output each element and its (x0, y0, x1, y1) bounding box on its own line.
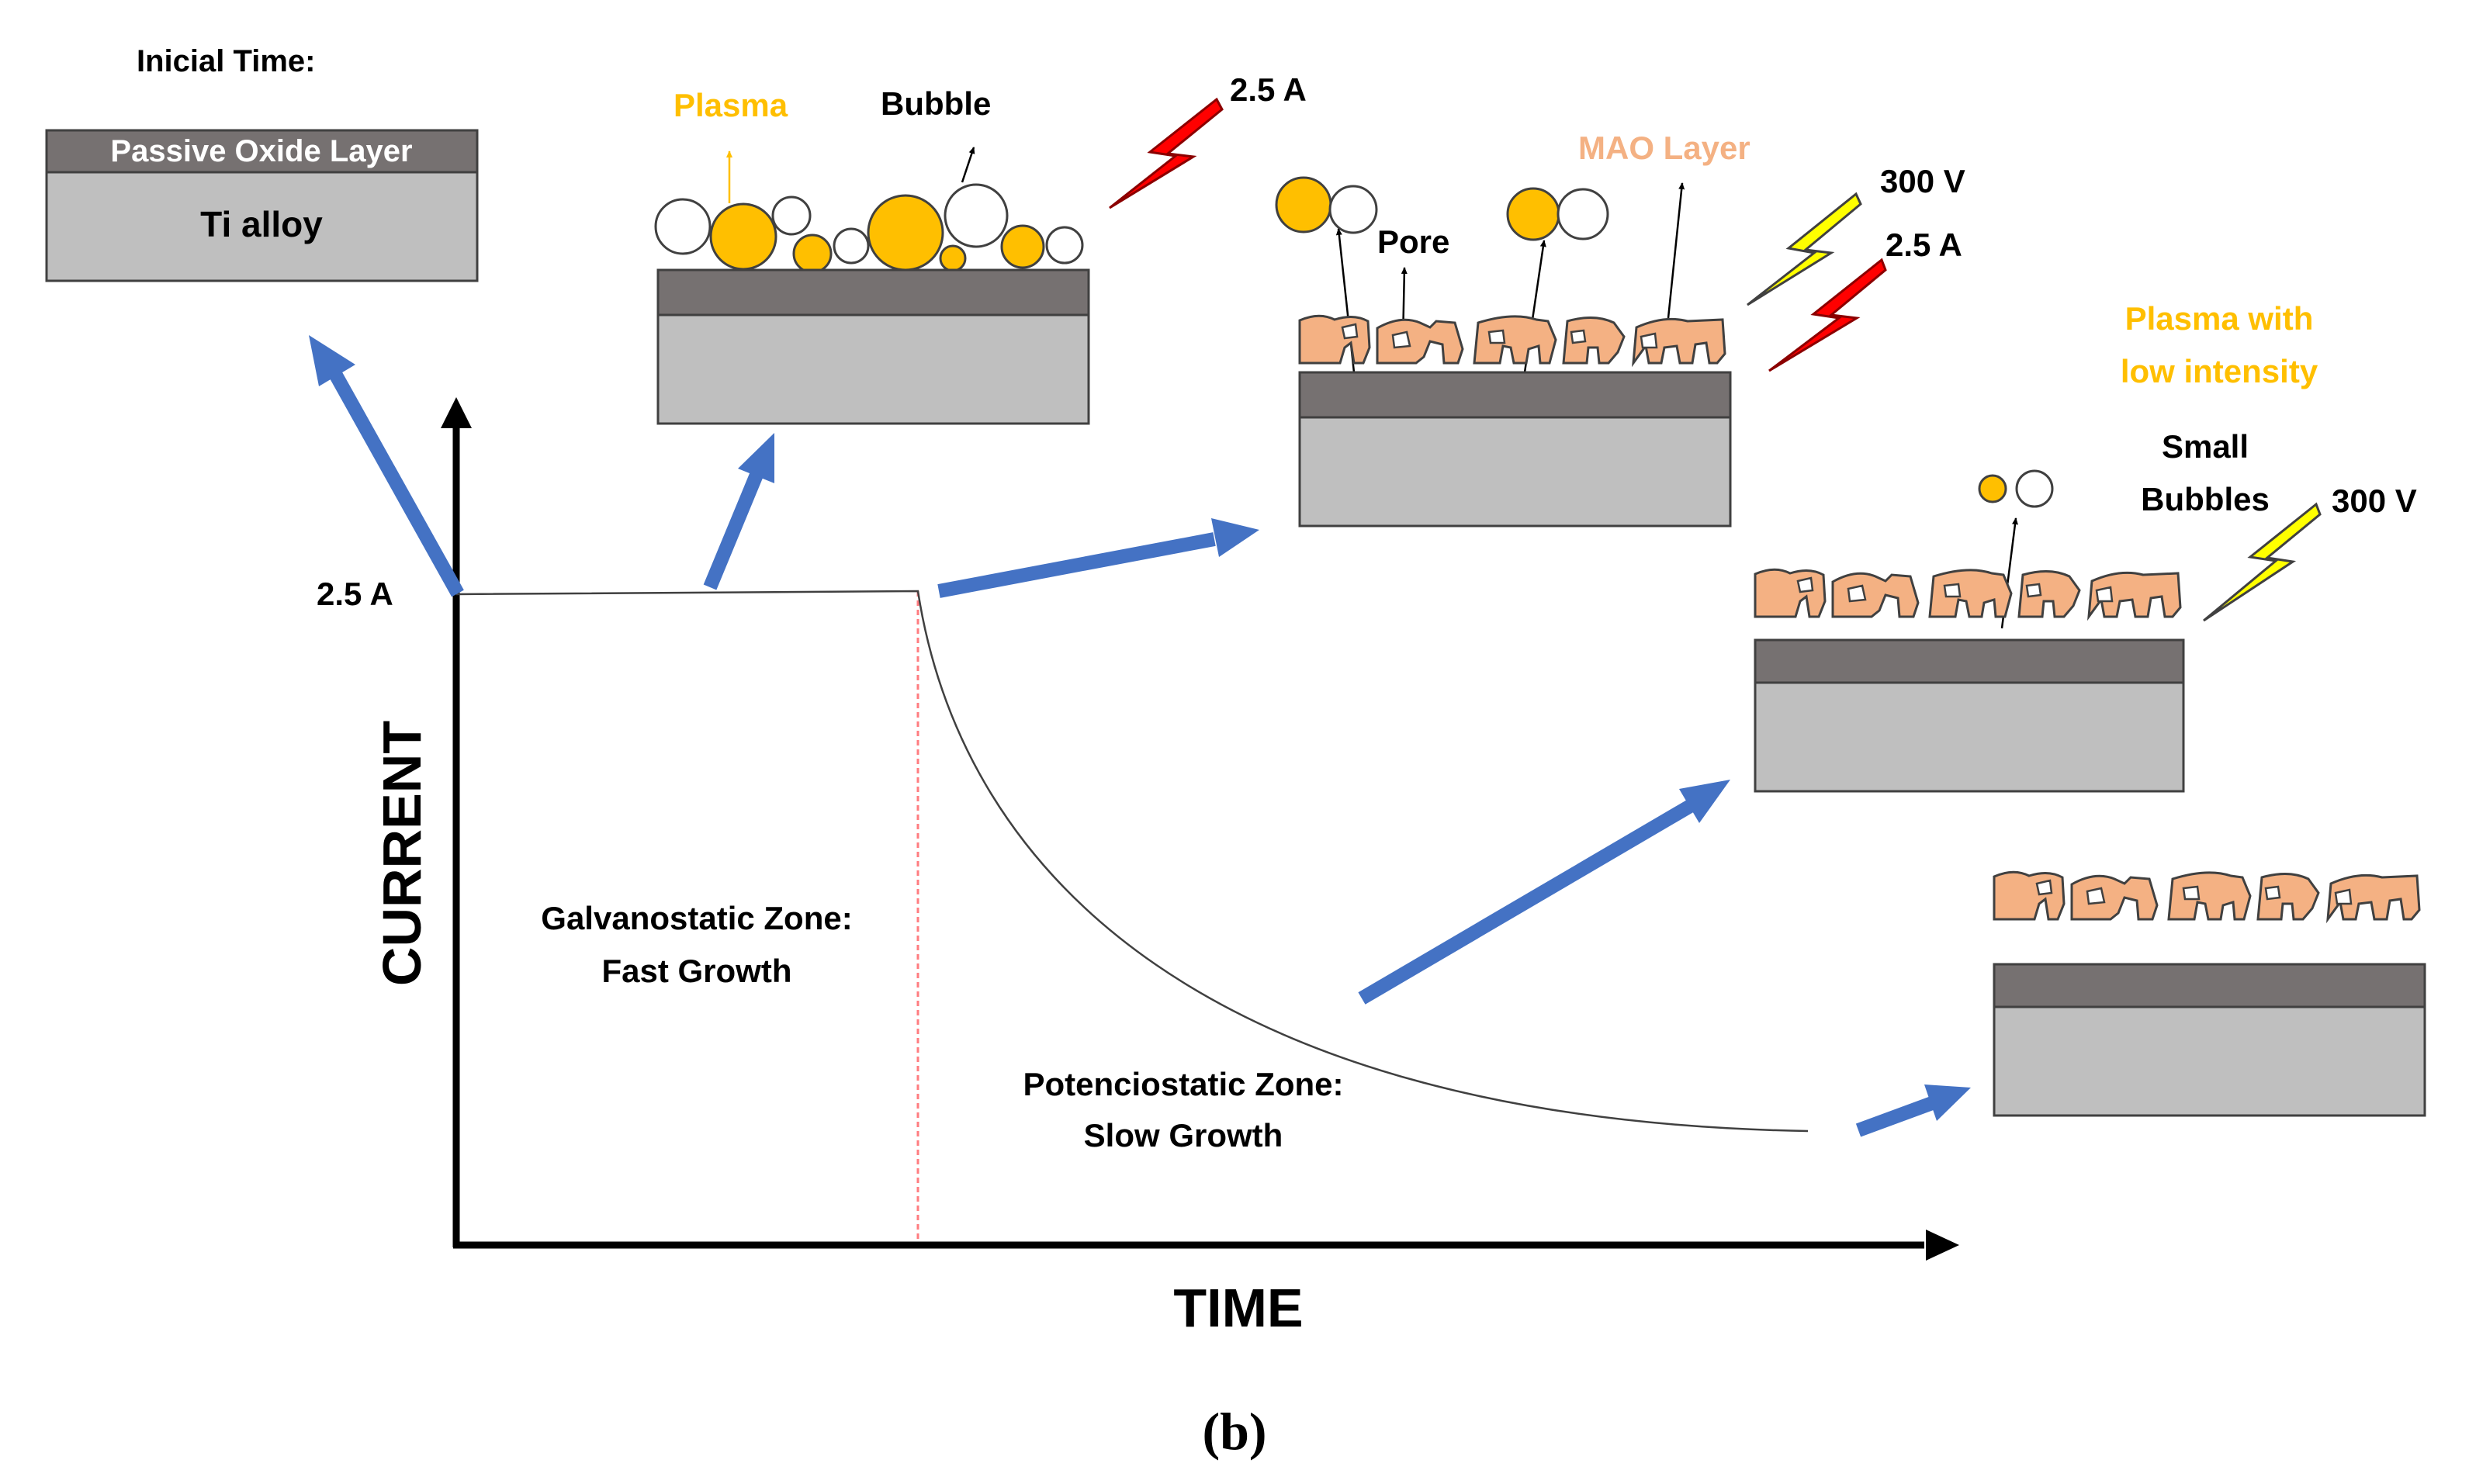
stage3-voltage-label: 300 V (2332, 483, 2417, 519)
stage2-mao-layer (1298, 314, 1726, 365)
ti-alloy-substrate (45, 171, 479, 282)
stage4-oxide-layer (1993, 963, 2426, 1008)
mao-layer-label: MAO Layer (1578, 130, 1750, 166)
stage2-plasma-circle (1275, 176, 1332, 233)
y-axis-label: CURRENT (372, 721, 432, 986)
x-axis-label: TIME (1173, 1278, 1303, 1338)
arrow-to-stage1 (703, 472, 764, 590)
stage1-substrate (656, 313, 1090, 425)
yellow-lightning-icon (1747, 192, 1862, 306)
y-axis-arrowhead (441, 397, 472, 428)
stage2-plasma-circle-2 (1506, 187, 1560, 241)
galvano-zone-line1: Galvanostatic Zone: (541, 900, 852, 936)
current-curve (455, 590, 1809, 1133)
yellow-lightning-icon-2 (2203, 502, 2322, 622)
stage2-bubble-circle-2 (1557, 188, 1609, 240)
stage2-voltage-label: 300 V (1880, 163, 1965, 199)
arrow-to-initial (329, 370, 464, 597)
stage3-mao-layer (1754, 568, 2182, 618)
ti-alloy-label: Ti alloy (200, 204, 323, 244)
stage1-current-label: 2.5 A (1230, 71, 1307, 108)
figure-caption: (b) (1202, 1402, 1266, 1461)
bubble-label: Bubble (881, 85, 991, 122)
plasma-label: Plasma (674, 87, 788, 123)
plasma-low-label-line2: low intensity (2121, 353, 2318, 389)
stage1-oxide-layer (656, 268, 1090, 317)
arrow-to-initial-head (309, 335, 355, 386)
arrow-to-stage2 (937, 532, 1216, 598)
stage3-plasma-dot (1978, 474, 2007, 503)
arrow-to-stage4-head (1924, 1084, 1971, 1121)
stage2-oxide-layer (1298, 371, 1732, 419)
potencio-zone-line2: Slow Growth (1084, 1117, 1283, 1154)
stage2-substrate (1298, 416, 1732, 528)
potencio-zone-line1: Potenciostatic Zone: (1023, 1066, 1343, 1102)
stage3-substrate (1754, 681, 2185, 793)
galvano-zone-line2: Fast Growth (601, 953, 791, 989)
stage2-current-label: 2.5 A (1886, 227, 1962, 263)
stage3-bubble-dot (2015, 469, 2054, 508)
pore-label: Pore (1377, 223, 1449, 260)
initial-time-label: Inicial Time: (137, 44, 315, 78)
mao-pointer (1667, 182, 1685, 319)
bubble-pointer (961, 147, 975, 183)
stage2-bubble-circle (1328, 185, 1378, 234)
passive-oxide-label: Passive Oxide Layer (110, 134, 412, 168)
passive-oxide-layer (45, 129, 479, 174)
arrow-to-stage3 (1358, 799, 1695, 1005)
transition-arrows (309, 335, 1971, 1137)
small-bubbles-label-line1: Small (2162, 428, 2249, 465)
arrow-to-stage3-head (1679, 780, 1730, 823)
arrow-to-stage1-head (738, 433, 774, 483)
arrow-to-stage2-head (1211, 518, 1259, 557)
stage3-oxide-layer (1754, 638, 2185, 684)
x-axis-arrowhead (1926, 1230, 1959, 1261)
axis-current-value-label: 2.5 A (317, 576, 393, 612)
stage4-mao-layer (1993, 870, 2421, 921)
stage4-substrate (1993, 1005, 2426, 1117)
red-lightning-icon (1109, 97, 1224, 209)
plasma-low-label-line1: Plasma with (2125, 300, 2314, 337)
small-bubbles-label-line2: Bubbles (2141, 481, 2270, 517)
red-lightning-icon-2 (1768, 258, 1887, 372)
bubbles-and-plasma (654, 183, 1084, 274)
arrow-to-stage4 (1855, 1096, 1935, 1137)
